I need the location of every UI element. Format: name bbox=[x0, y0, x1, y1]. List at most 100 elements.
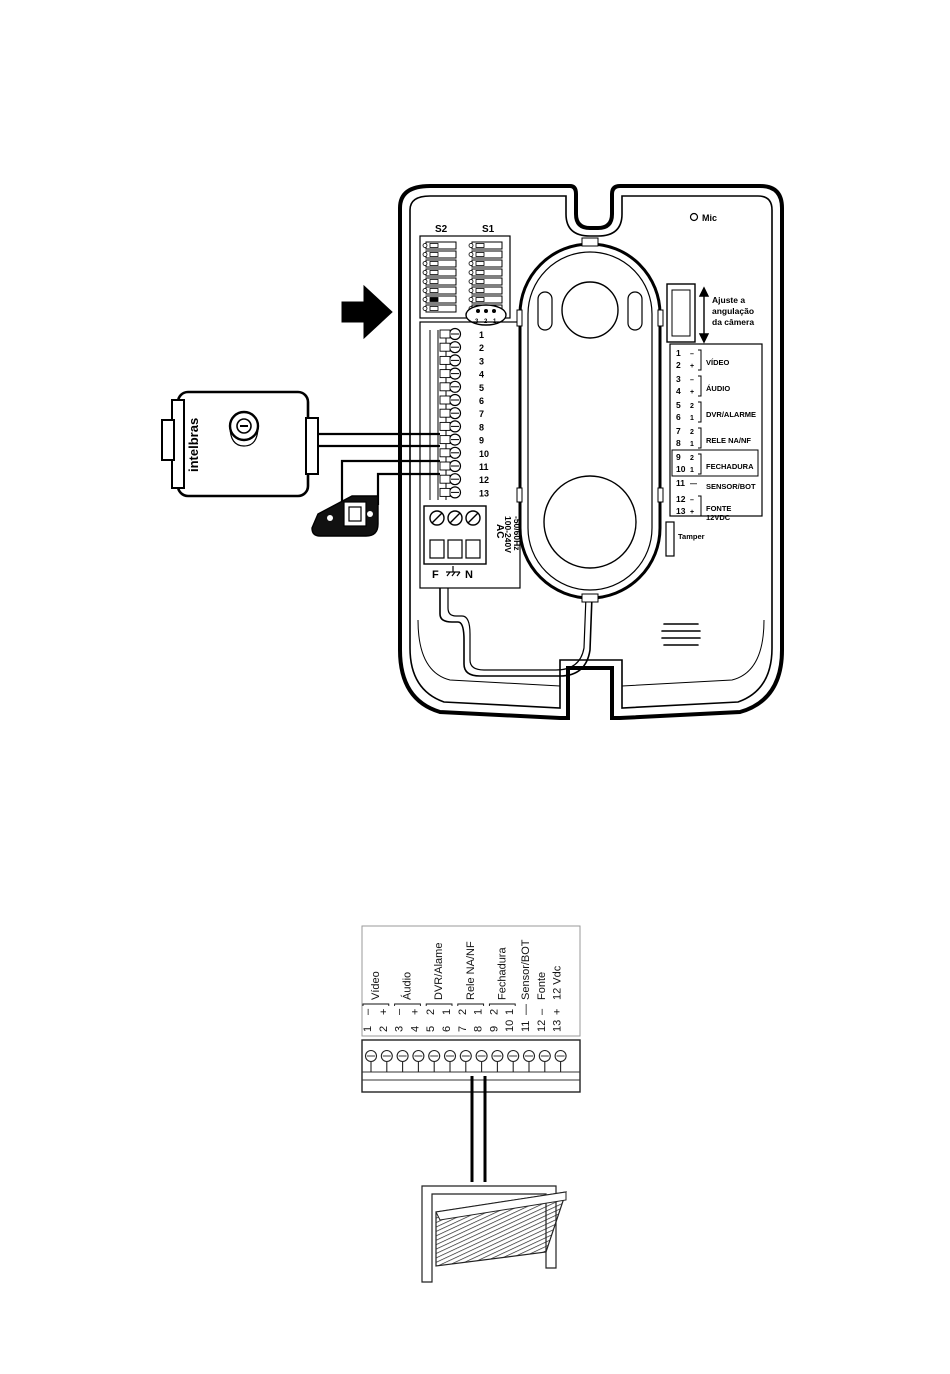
terminal-label-sign: 1 bbox=[441, 1009, 453, 1015]
pin-polarity: + bbox=[690, 509, 694, 516]
terminal-number: 13 bbox=[479, 488, 489, 498]
tamper-label: Tamper bbox=[678, 532, 705, 541]
ac-label: AC bbox=[494, 524, 505, 538]
wires-to-gate bbox=[470, 1076, 487, 1182]
pin-group-name: ÁUDIO bbox=[706, 384, 730, 393]
speaker-cone bbox=[543, 475, 637, 569]
terminal-screws bbox=[439, 327, 462, 499]
pin-group-name: FECHADURA bbox=[706, 462, 754, 471]
terminal-label-number: 13 bbox=[552, 1020, 564, 1032]
terminal-label: 12–Fonte bbox=[536, 972, 548, 1032]
ground-icon bbox=[446, 566, 461, 577]
terminal-number: 8 bbox=[479, 422, 484, 432]
terminal-label-sign: 1 bbox=[473, 1009, 485, 1015]
camera-module bbox=[516, 237, 664, 603]
terminal-number: 6 bbox=[479, 396, 484, 406]
pin-polarity: 1 bbox=[690, 467, 694, 474]
terminal-label: 11—Sensor/BOT bbox=[520, 939, 532, 1032]
terminal-label-number: 4 bbox=[409, 1026, 421, 1032]
terminal-label-number: 1 bbox=[362, 1026, 374, 1032]
pin-polarity: 1 bbox=[690, 415, 694, 422]
pin-polarity: – bbox=[690, 351, 694, 358]
terminal-label-sign: + bbox=[552, 1009, 564, 1015]
terminal-label-sign: – bbox=[394, 1008, 406, 1015]
terminal-label: 101 bbox=[504, 1009, 516, 1032]
terminal-number: 5 bbox=[479, 383, 484, 393]
jumper-header bbox=[465, 304, 507, 326]
terminal-label: 5 2 DVR/Alame bbox=[425, 943, 453, 1032]
terminal-label-name: Fonte bbox=[536, 972, 548, 1000]
lock-brand-logo: intelbras bbox=[186, 418, 201, 472]
housing-inner-rim bbox=[409, 195, 773, 709]
camera-angle-slider bbox=[666, 283, 696, 343]
terminal-number: 10 bbox=[479, 449, 489, 459]
pin-number: 2 bbox=[676, 360, 681, 370]
terminal-number: 7 bbox=[479, 409, 484, 419]
terminal-label-name: DVR/Alame bbox=[433, 943, 445, 1000]
mic-label: Mic bbox=[702, 213, 717, 223]
pin-group-name: SENSOR/BOT bbox=[706, 482, 756, 491]
gate-motor-icon bbox=[421, 1185, 567, 1283]
ac-voltage: 100-240V bbox=[503, 516, 513, 553]
pin-polarity: 2 bbox=[690, 455, 694, 462]
terminal-label-sign: + bbox=[409, 1009, 421, 1015]
terminal-label-card bbox=[361, 925, 581, 1037]
camera-adjust-line1: Ajuste a bbox=[712, 295, 745, 305]
ac-frequency: -50/60Hz bbox=[512, 516, 522, 551]
camera-adjust-line3: da câmera bbox=[712, 317, 754, 327]
terminal-label-name: 12 Vdc bbox=[552, 965, 564, 1000]
terminal-label-name: Sensor/BOT bbox=[520, 939, 532, 1000]
power-terminal-f: F bbox=[432, 569, 439, 581]
pin-legend-table bbox=[669, 343, 763, 517]
pin-polarity: + bbox=[690, 363, 694, 370]
terminal-number: 1 bbox=[479, 330, 484, 340]
terminal-number: 3 bbox=[479, 356, 484, 366]
pin-group-name-2: 12VDC bbox=[706, 513, 731, 522]
terminal-label-name: Rele NA/NF bbox=[465, 941, 477, 1000]
pin-group-name: DVR/ALARME bbox=[706, 410, 756, 419]
terminal-label-sign: — bbox=[520, 1004, 532, 1015]
pin-number: 12 bbox=[676, 494, 686, 504]
pin-polarity: – bbox=[690, 497, 694, 504]
pin-group-name: FONTE bbox=[706, 504, 731, 513]
terminal-number: 4 bbox=[479, 370, 484, 380]
pin-number: 4 bbox=[676, 386, 681, 396]
terminal-label-number: 6 bbox=[441, 1026, 453, 1032]
pin-group-name: RELE NA/NF bbox=[706, 436, 751, 445]
pin-number: 9 bbox=[676, 452, 681, 462]
pin-number: 5 bbox=[676, 400, 681, 410]
power-terminal-n: N bbox=[465, 569, 473, 581]
terminal-label-sign: 2 bbox=[488, 1009, 500, 1015]
terminal-label-sign: + bbox=[378, 1009, 390, 1015]
pin-polarity: 2 bbox=[690, 403, 694, 410]
terminal-label-number: 5 bbox=[425, 1026, 437, 1032]
dip-switch-block bbox=[419, 235, 511, 319]
terminal-label: 81 bbox=[473, 1009, 485, 1032]
terminal-label-sign: 2 bbox=[425, 1009, 437, 1015]
pin-number: 8 bbox=[676, 438, 681, 448]
pin-number: 7 bbox=[676, 426, 681, 436]
pin-group-name: VÍDEO bbox=[706, 358, 730, 367]
terminal-label: 61 bbox=[441, 1009, 453, 1032]
terminal-label-sign: 1 bbox=[504, 1009, 516, 1015]
camera-adjust-line2: angulação bbox=[712, 306, 754, 316]
pointer-arrow-icon bbox=[341, 284, 393, 340]
terminal-label-name: Áudio bbox=[401, 972, 414, 1000]
s2-label: S2 bbox=[435, 224, 448, 235]
terminal-label-number: 7 bbox=[457, 1026, 469, 1032]
pin-polarity: — bbox=[690, 481, 697, 488]
connector-screws bbox=[364, 1049, 567, 1072]
terminal-label-sign: – bbox=[362, 1008, 374, 1015]
pin-polarity: 2 bbox=[690, 429, 694, 436]
terminal-label-number: 2 bbox=[378, 1026, 390, 1032]
terminal-number: 11 bbox=[479, 462, 489, 472]
speaker-grille bbox=[661, 623, 701, 646]
